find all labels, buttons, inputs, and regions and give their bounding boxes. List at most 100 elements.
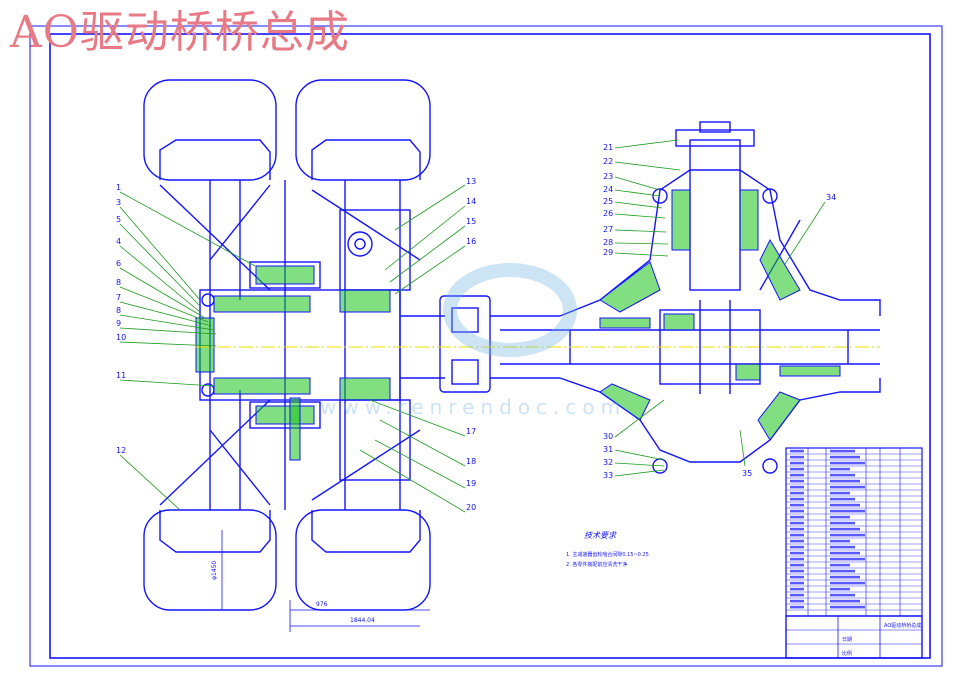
part-label-left-0: 1 <box>116 183 121 192</box>
pinion-shaft <box>689 139 741 291</box>
parts-table-cell-mark <box>830 473 855 477</box>
parts-table-cell-mark <box>790 473 804 477</box>
parts-table-cell-mark <box>830 497 855 501</box>
parts-table-cell-mark <box>830 575 860 579</box>
part-label-left-10: 11 <box>116 371 126 380</box>
parts-table-cell-mark <box>830 605 865 609</box>
parts-table-cell-mark <box>790 467 804 471</box>
leader-lines <box>119 139 826 513</box>
parts-table-cell-mark <box>830 569 855 573</box>
parts-table-cell-mark <box>830 521 855 525</box>
part-label-diff-0: 21 <box>603 143 613 152</box>
parts-table-cell-mark <box>790 479 804 483</box>
notes-line-2: 2. 各零件装配前应清洗干净 <box>566 561 627 568</box>
part-label-diff-3: 24 <box>603 185 613 194</box>
differential-section <box>500 121 881 474</box>
part-label-mid-7: 20 <box>466 503 476 512</box>
parts-table-cell-mark <box>830 527 860 531</box>
parts-table-cell-mark <box>830 455 860 459</box>
parts-table-cell-mark <box>790 599 804 603</box>
watermark-text: www.renrendoc.com <box>320 395 626 419</box>
parts-table-cell-mark <box>790 497 804 501</box>
parts-table-cell-mark <box>790 551 804 555</box>
part-labels: 1354687891011121314151617181920212223242… <box>116 143 836 512</box>
parts-table-cell-mark <box>830 491 850 495</box>
parts-table-cell-mark <box>830 533 865 537</box>
parts-table-cell-mark <box>830 449 855 453</box>
parts-table-cell-mark <box>830 545 855 549</box>
parts-table-cell-mark <box>790 557 804 561</box>
part-label-left-11: 12 <box>116 446 126 455</box>
wheel-hub-hatch <box>195 265 391 461</box>
parts-table-cell-mark <box>830 551 860 555</box>
parts-table-cell-mark <box>790 515 804 519</box>
part-label-diff-8: 29 <box>603 248 613 257</box>
parts-table-cell-mark <box>790 503 804 507</box>
part-label-diff-14: 35 <box>742 469 752 478</box>
outer-border <box>29 25 943 667</box>
parts-table-cell-mark <box>790 521 804 525</box>
tire-outer-bottom <box>143 509 277 611</box>
parts-table-cell-mark <box>830 467 850 471</box>
tire-inner-bottom <box>295 509 431 611</box>
part-label-mid-1: 14 <box>466 197 476 206</box>
part-label-mid-6: 19 <box>466 479 476 488</box>
differential-hatch <box>599 189 841 441</box>
dim-text-1: φ1450 <box>211 561 218 580</box>
rim-top <box>159 139 421 180</box>
notes-heading: 技术要求 <box>584 531 617 540</box>
parts-table-cell-mark <box>790 539 804 543</box>
part-label-diff-9: 30 <box>603 432 613 441</box>
parts-table-cell-mark <box>790 449 804 453</box>
parts-table-cell-mark <box>790 533 804 537</box>
part-label-diff-4: 25 <box>603 197 613 206</box>
parts-table-cell-mark <box>790 605 804 609</box>
title-block-date: 日期 <box>842 637 852 643</box>
dim-text-2: 976 <box>316 601 328 608</box>
parts-table-cell-mark <box>790 461 804 465</box>
notes-line-1: 1. 主减速器齿轮啮合间隙0.15~0.25 <box>566 551 649 558</box>
parts-table-cell-mark <box>790 485 804 489</box>
title-block <box>785 615 923 659</box>
part-label-diff-6: 27 <box>603 225 613 234</box>
parts-table-cell-mark <box>830 461 865 465</box>
part-label-left-8: 9 <box>116 319 121 328</box>
part-label-diff-1: 22 <box>603 157 613 166</box>
dim-text-3: 1844.04 <box>350 617 375 624</box>
parts-table-cell-mark <box>830 503 860 507</box>
part-label-left-2: 5 <box>116 215 121 224</box>
parts-table-cell-mark <box>790 575 804 579</box>
tire-inner-top <box>295 79 431 181</box>
part-label-left-4: 6 <box>116 259 121 268</box>
part-label-diff-12: 33 <box>603 471 613 480</box>
parts-table-cell-mark <box>790 509 804 513</box>
parts-table-cell-mark <box>830 485 865 489</box>
parts-table-cell-mark <box>790 491 804 495</box>
parts-table-cell-mark <box>830 581 865 585</box>
parts-table-rows <box>786 449 922 611</box>
parts-table-cell-mark <box>790 587 804 591</box>
part-label-diff-10: 31 <box>603 445 613 454</box>
part-label-diff-13: 34 <box>826 193 836 202</box>
parts-table-cell-mark <box>790 545 804 549</box>
part-label-left-9: 10 <box>116 333 126 342</box>
part-label-mid-5: 18 <box>466 457 476 466</box>
parts-table-cell-mark <box>830 599 860 603</box>
watermark: www.renrendoc.com <box>320 263 626 419</box>
part-label-left-3: 4 <box>116 237 121 246</box>
tire-outer-top <box>143 79 277 181</box>
inner-border <box>49 33 931 659</box>
parts-table-cell-mark <box>790 563 804 567</box>
part-label-diff-5: 26 <box>603 209 613 218</box>
diff-housing <box>559 169 881 317</box>
parts-table-cell-mark <box>790 527 804 531</box>
parts-table-cell-mark <box>790 569 804 573</box>
parts-table-cell-mark <box>790 455 804 459</box>
parts-table-cell-mark <box>790 593 804 597</box>
parts-table-cell-mark <box>830 587 850 591</box>
part-label-mid-0: 13 <box>466 177 476 186</box>
parts-table-cell-mark <box>830 479 860 483</box>
parts-table-cell-mark <box>830 509 865 513</box>
axle-bracket <box>439 295 491 393</box>
part-label-left-7: 8 <box>116 306 121 315</box>
